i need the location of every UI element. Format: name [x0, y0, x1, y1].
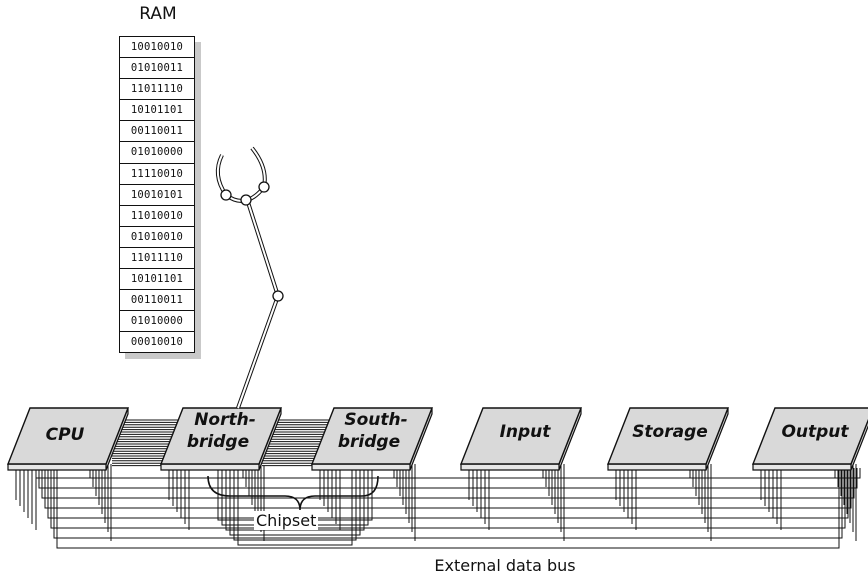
claw-joint: [220, 189, 232, 201]
arm-joint: [272, 290, 284, 302]
bus-line: [53, 468, 843, 539]
southbridge-chip-front: [311, 463, 411, 471]
ram-row: 11010010: [120, 204, 194, 226]
claw-joint: [240, 194, 252, 206]
memory-arm: [215, 146, 284, 409]
bus-line: [35, 468, 861, 479]
ram-row: 11011110: [120, 246, 194, 268]
chipset-label: Chipset: [254, 511, 319, 530]
ram-row: 10010010: [130, 41, 184, 53]
arm-outline: [236, 195, 281, 409]
northbridge-chip: [159, 407, 283, 465]
ram-row: 01010011: [120, 57, 194, 78]
ram-row: 01010000: [120, 141, 194, 162]
external-data-bus-lines: [15, 464, 861, 549]
bus-line: [229, 468, 361, 536]
chipset-brace: [207, 475, 379, 511]
ram-row: 01010010: [120, 225, 194, 247]
bus-line: [225, 468, 365, 531]
ram-row: 01010000: [120, 310, 194, 331]
bus-line: [47, 468, 849, 519]
ram-row: 10101101: [120, 268, 194, 289]
input-chip-front: [460, 463, 560, 471]
ram-row: 00110011: [120, 120, 194, 141]
southbridge-chip: [310, 407, 434, 465]
cpu-chip: [6, 407, 130, 465]
northbridge-chip-front: [160, 463, 260, 471]
bus-line: [56, 468, 840, 549]
ram-row: 00010010: [120, 331, 194, 352]
bus-line: [41, 468, 855, 499]
external-data-bus-label: External data bus: [434, 556, 576, 575]
bus-line: [38, 468, 858, 489]
ram-row: 11110010: [120, 162, 194, 184]
ram-row: 10101101: [120, 99, 194, 120]
output-chip-front: [752, 463, 852, 471]
claw-joint: [258, 181, 270, 193]
bus-line: [233, 468, 357, 541]
input-chip: [459, 407, 583, 465]
ram-row: 00110011: [120, 289, 194, 310]
chipset-brace-path: [207, 475, 379, 511]
ram-row: 11011110: [120, 78, 194, 99]
output-chip: [751, 407, 868, 465]
ram-title: RAM: [139, 4, 177, 24]
bus-line: [237, 468, 353, 546]
storage-chip: [606, 407, 730, 465]
ram-row: 10010101: [120, 183, 194, 205]
bus-line: [44, 468, 852, 509]
bus-line: [50, 468, 846, 529]
chip-group: [6, 407, 868, 511]
storage-chip-front: [607, 463, 707, 471]
cpu-chip-front: [7, 463, 107, 471]
